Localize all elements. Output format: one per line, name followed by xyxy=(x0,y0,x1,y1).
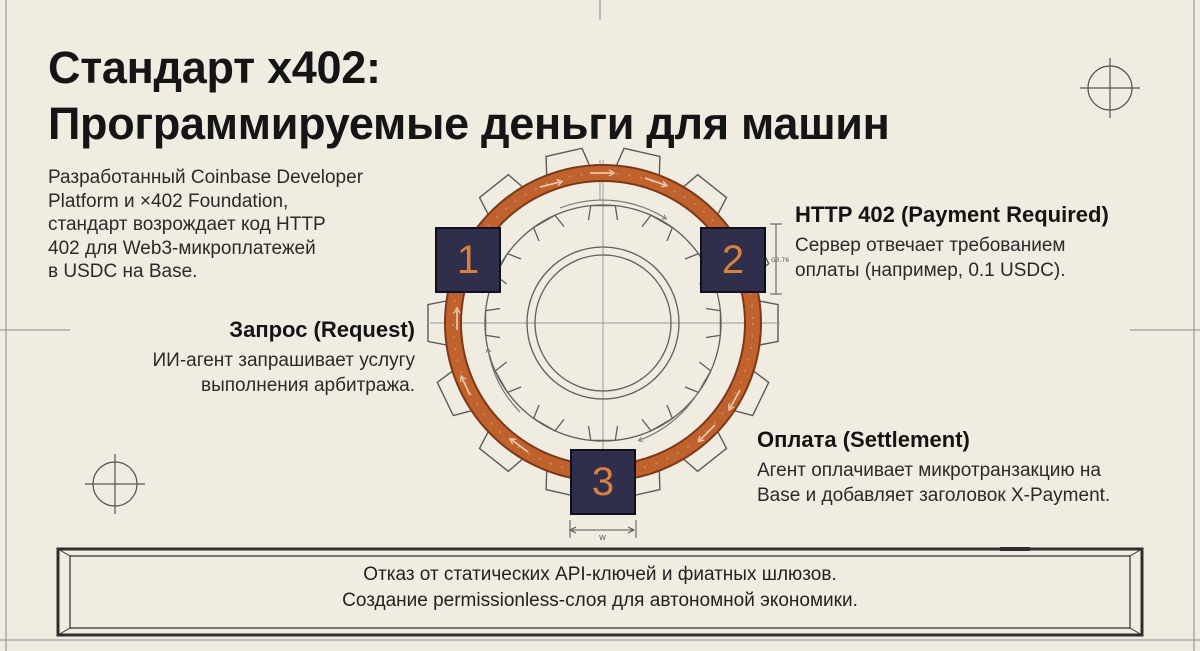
step-settlement: Оплата (Settlement) Агент оплачивает мик… xyxy=(757,426,1110,508)
step-description: Сервер отвечает требованием оплаты (напр… xyxy=(795,233,1109,283)
intro-paragraph: Разработанный Coinbase Developer Platfor… xyxy=(48,166,448,284)
step-description: Агент оплачивает микротранзакцию на Base… xyxy=(757,458,1110,508)
bottom-dimension-label: W xyxy=(599,534,606,542)
intro-line: стандарт возрождает код HTTP xyxy=(48,214,326,235)
step-description-line: Base и добавляет заголовок X-Payment. xyxy=(757,485,1111,506)
step-payment-required: HTTP 402 (Payment Required) Сервер отвеч… xyxy=(795,201,1109,283)
page-title: Стандарт x402: Программируемые деньги дл… xyxy=(48,40,890,152)
side-dimension-label: G3.76 xyxy=(771,257,789,264)
step-2-badge: 2 xyxy=(700,227,766,293)
inner-arrows xyxy=(485,199,706,442)
dimension-bottom xyxy=(568,520,637,538)
intro-line: Разработанный Coinbase Developer xyxy=(48,167,364,188)
step-description-line: ИИ-агент запрашивает услугу xyxy=(152,350,415,371)
title-line: Стандарт x402: xyxy=(48,42,381,93)
step-description-line: выполнения арбитража. xyxy=(200,375,415,396)
step-heading: Оплата (Settlement) xyxy=(757,427,970,452)
step-description-line: Агент оплачивает микротранзакцию на xyxy=(757,460,1101,481)
dimension-side xyxy=(770,223,782,295)
step-request: Запрос (Request) ИИ-агент запрашивает ус… xyxy=(153,316,415,398)
intro-line: Platform и ×402 Foundation, xyxy=(48,190,289,212)
step-1-badge: 1 xyxy=(435,227,501,293)
crosshair-icon xyxy=(1080,58,1140,118)
crosshair-icon xyxy=(85,454,145,514)
step-heading: Запрос (Request) xyxy=(229,317,415,342)
step-description-line: Сервер отвечает требованием xyxy=(795,235,1066,256)
step-description-line: оплаты (например, 0.1 USDC). xyxy=(795,260,1066,281)
step-heading: HTTP 402 (Payment Required) xyxy=(795,202,1109,227)
banner-frame xyxy=(56,547,1144,637)
banner-line: Отказ от статических API-ключей и фиатны… xyxy=(363,564,837,585)
step-3-badge: 3 xyxy=(570,449,636,515)
title-line: Программируемые деньги для машин xyxy=(48,98,890,149)
bottom-banner: Отказ от статических API-ключей и фиатны… xyxy=(70,562,1130,614)
banner-line: Создание permissionless-слоя для автоном… xyxy=(342,590,858,611)
intro-line: в USDC на Base. xyxy=(48,261,198,282)
intro-line: 402 для Web3-микроплатежей xyxy=(48,237,316,259)
step-description: ИИ-агент запрашивает услугу выполнения а… xyxy=(153,348,415,398)
